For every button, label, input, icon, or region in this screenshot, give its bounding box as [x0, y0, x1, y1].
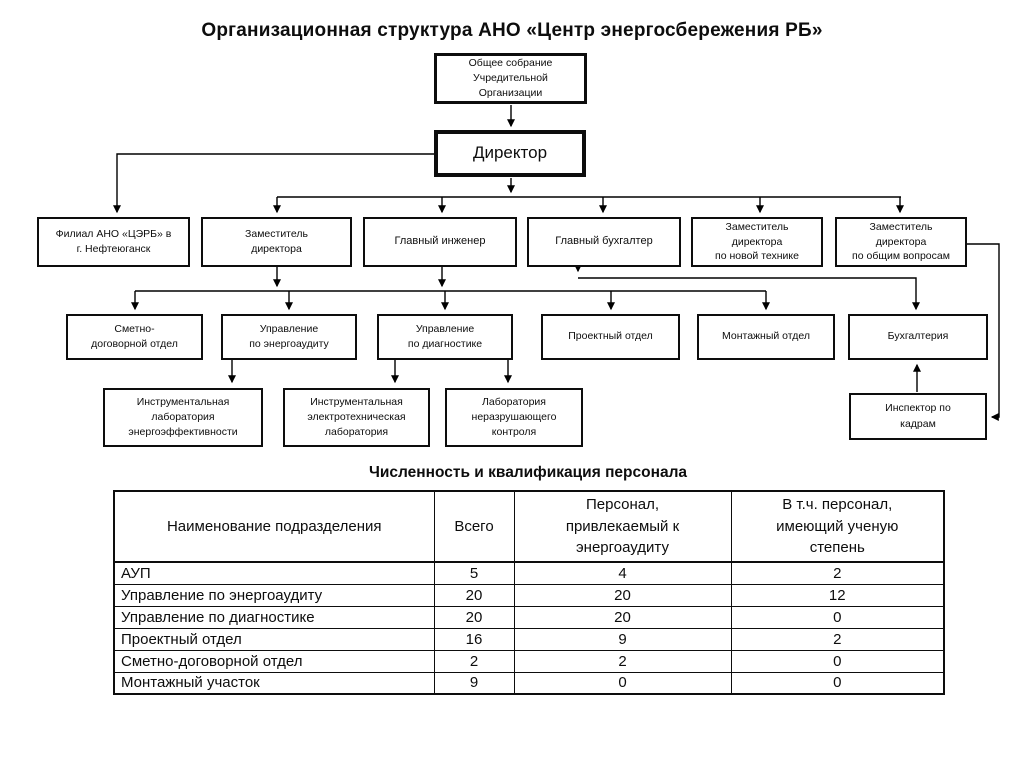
- org-node-hr-inspector: Инспектор по кадрам: [849, 393, 987, 440]
- org-node-chief-engineer: Главный инженер: [363, 217, 517, 267]
- cell-department: Управление по диагностике: [113, 605, 435, 629]
- org-node-accounting-dept: Бухгалтерия: [848, 314, 988, 360]
- org-node-deputy-general-affairs: Заместитель директора по общим вопросам: [835, 217, 967, 267]
- org-node-lab-electrotechnical: Инструментальная электротехническая лабо…: [283, 388, 430, 447]
- edge-chief-acct-accounting: [578, 277, 920, 311]
- cell-department: АУП: [113, 561, 435, 585]
- table-row: Управление по энергоаудиту 20 20 12: [113, 583, 945, 607]
- col-header-degree-staff: В т.ч. персонал, имеющий ученую степень: [730, 490, 945, 563]
- org-node-lab-energy-efficiency: Инструментальная лаборатория энергоэффек…: [103, 388, 263, 447]
- cell-department: Проектный отдел: [113, 627, 435, 651]
- cell-audit-staff: 20: [513, 605, 732, 629]
- edge-deputy-general-inspector: [967, 243, 1000, 421]
- table-row: АУП 5 4 2: [113, 561, 945, 585]
- org-node-chief-accountant: Главный бухгалтер: [527, 217, 681, 267]
- cell-audit-staff: 20: [513, 583, 732, 607]
- col-header-total: Всего: [433, 490, 515, 563]
- org-node-filial-nefteyugansk: Филиал АНО «ЦЭРБ» в г. Нефтеюганск: [37, 217, 190, 267]
- cell-total: 2: [433, 649, 515, 673]
- cell-total: 16: [433, 627, 515, 651]
- org-node-estimate-contract-dept: Сметно- договорной отдел: [66, 314, 203, 360]
- org-node-deputy-director: Заместитель директора: [201, 217, 352, 267]
- cell-total: 5: [433, 561, 515, 585]
- cell-audit-staff: 9: [513, 627, 732, 651]
- org-node-diagnostics-dept: Управление по диагностике: [377, 314, 513, 360]
- personnel-table-title: Численность и квалификация персонала: [368, 464, 688, 481]
- cell-total: 9: [433, 671, 515, 695]
- edge-director-filial: [113, 153, 434, 214]
- cell-degree-staff: 0: [730, 671, 945, 695]
- org-node-lab-ndt: Лаборатория неразрушающего контроля: [445, 388, 583, 447]
- table-row: Сметно-договорной отдел 2 2 0: [113, 649, 945, 673]
- page-title: Организационная структура АНО «Центр эне…: [201, 20, 823, 41]
- table-row: Проектный отдел 16 9 2: [113, 627, 945, 651]
- col-header-audit-staff: Персонал, привлекаемый к энергоаудиту: [513, 490, 732, 563]
- cell-total: 20: [433, 605, 515, 629]
- org-node-installation-dept: Монтажный отдел: [697, 314, 835, 360]
- org-node-director: Директор: [434, 130, 586, 177]
- col-header-department: Наименование подразделения: [113, 490, 435, 563]
- org-node-general-assembly: Общее собрание Учредительной Организации: [434, 53, 587, 104]
- cell-audit-staff: 4: [513, 561, 732, 585]
- org-node-project-dept: Проектный отдел: [541, 314, 680, 360]
- cell-department: Управление по энергоаудиту: [113, 583, 435, 607]
- org-node-deputy-new-tech: Заместитель директора по новой технике: [691, 217, 823, 267]
- cell-degree-staff: 2: [730, 627, 945, 651]
- cell-degree-staff: 2: [730, 561, 945, 585]
- cell-department: Сметно-договорной отдел: [113, 649, 435, 673]
- table-row: Монтажный участок 9 0 0: [113, 671, 945, 695]
- cell-degree-staff: 0: [730, 605, 945, 629]
- table-row: Управление по диагностике 20 20 0: [113, 605, 945, 629]
- personnel-table: Наименование подразделения Всего Персона…: [113, 490, 945, 695]
- cell-audit-staff: 2: [513, 649, 732, 673]
- table-header-row: Наименование подразделения Всего Персона…: [113, 490, 945, 563]
- cell-audit-staff: 0: [513, 671, 732, 695]
- cell-degree-staff: 0: [730, 649, 945, 673]
- cell-degree-staff: 12: [730, 583, 945, 607]
- cell-department: Монтажный участок: [113, 671, 435, 695]
- personnel-section: Численность и квалификация персонала Наи…: [113, 464, 945, 695]
- org-node-energy-audit-dept: Управление по энергоаудиту: [221, 314, 357, 360]
- cell-total: 20: [433, 583, 515, 607]
